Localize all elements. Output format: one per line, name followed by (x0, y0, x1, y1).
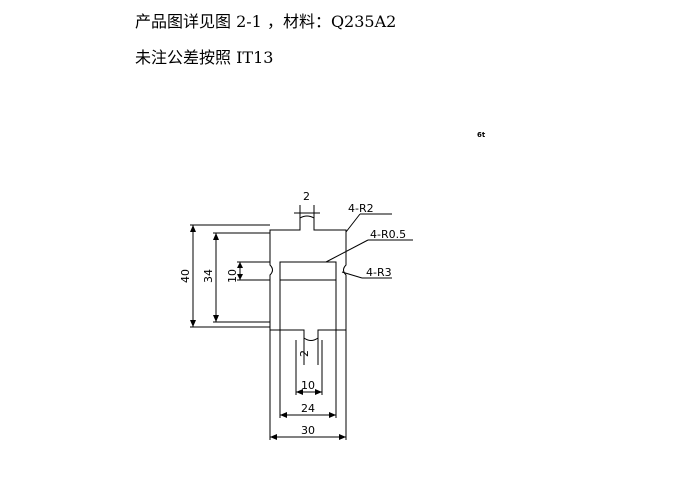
callout-r3: 4-R3 (366, 266, 392, 279)
dim-height-10: 10 (226, 269, 239, 283)
part-outline (269, 215, 347, 341)
callout-r2: 4-R2 (348, 202, 374, 215)
dim-width-24: 24 (301, 402, 315, 415)
spec-line-2: 未注公差按照 IT13 (135, 48, 274, 67)
dim-top-slot: 2 (303, 190, 310, 203)
dim-bottom-slot: 2 (298, 350, 311, 357)
callout-r05: 4-R0.5 (370, 228, 406, 241)
dim-height-40: 40 (179, 269, 192, 283)
corner-mark: 6t (477, 131, 486, 139)
inner-bore (279, 261, 337, 281)
spec-line-1: 产品图详见图 2-1 ，材料：Q235A2 (135, 12, 397, 31)
dim-width-30: 30 (301, 424, 315, 437)
dim-width-10: 10 (301, 379, 315, 392)
dim-height-34: 34 (202, 269, 215, 283)
